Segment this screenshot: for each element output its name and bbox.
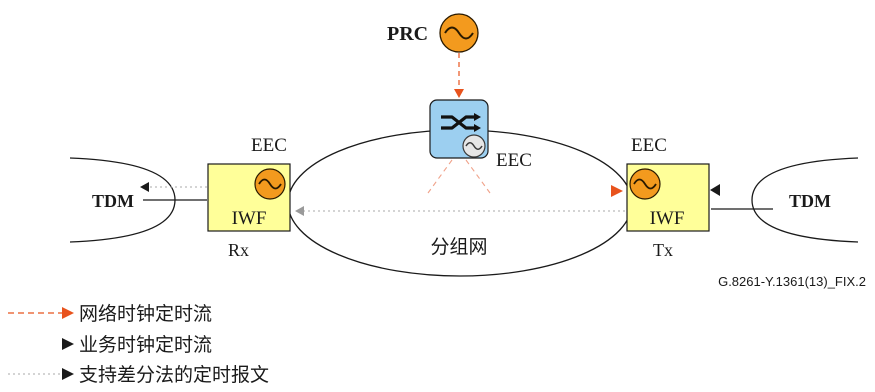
switch-timing-leg-left: [427, 159, 453, 194]
figure-id: G.8261-Y.1361(13)_FIX.2: [718, 274, 866, 289]
eec-tx-label: EEC: [631, 135, 667, 156]
switch-crossover-icon: [441, 113, 481, 132]
packet-network-label: 分组网: [430, 236, 487, 258]
iwf-tx-label: IWF: [650, 208, 685, 229]
iwf-rx-label: IWF: [232, 208, 267, 229]
legend-item-network-clock: 网络时钟定时流: [8, 303, 212, 325]
tx-label: Tx: [653, 240, 673, 260]
prc-label: PRC: [387, 23, 428, 45]
service-timing-arrowhead-tx: [710, 184, 720, 196]
legend-label-differential-packets: 支持差分法的定时报文: [79, 364, 269, 386]
legend-item-service-clock: 业务时钟定时流: [62, 334, 212, 356]
legend-label-service-clock: 业务时钟定时流: [79, 334, 212, 356]
eec-tx-clock-icon: [629, 168, 661, 200]
legend-item-differential-packets: 支持差分法的定时报文: [8, 364, 269, 386]
switch-clock-icon: [462, 134, 486, 158]
switch-timing-leg-right: [465, 159, 491, 194]
eec-rx-label: EEC: [251, 135, 287, 156]
eec-rx-clock-icon: [254, 168, 286, 200]
tdm-left-label: TDM: [92, 191, 134, 211]
legend: 网络时钟定时流 业务时钟定时流 支持差分法的定时报文: [8, 303, 269, 386]
tdm-right-cloud: [751, 157, 859, 243]
network-timing-arrowhead-tx: [611, 185, 623, 197]
switch-eec-label: EEC: [496, 150, 532, 171]
rx-label: Rx: [228, 240, 249, 260]
tdm-right-label: TDM: [789, 191, 831, 211]
legend-label-network-clock: 网络时钟定时流: [79, 303, 212, 325]
prc-clock-icon: [439, 13, 479, 53]
